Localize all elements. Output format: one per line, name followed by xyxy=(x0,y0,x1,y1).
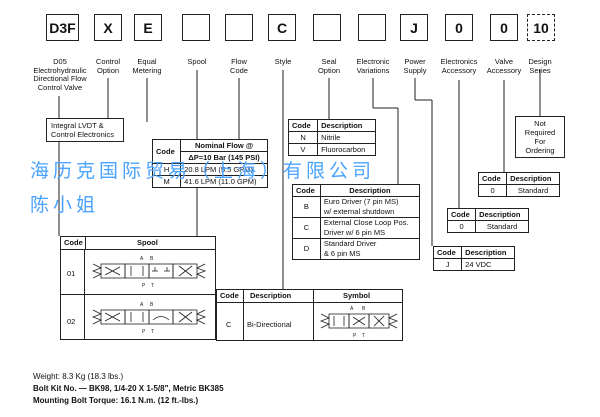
svg-text:A: A xyxy=(140,256,144,262)
code-box-1: D3F xyxy=(46,14,79,41)
style-code: C xyxy=(226,320,232,329)
code-box-6: C xyxy=(268,14,296,41)
svg-text:P: P xyxy=(142,283,146,289)
watermark-company: 海历克国际贸易（上海）有限公司 xyxy=(30,160,376,182)
spool-code-02: 02 xyxy=(67,317,76,326)
code-box-12: 10 xyxy=(527,14,555,41)
spool-code-01: 01 xyxy=(67,269,76,278)
code-box-9: J xyxy=(400,14,428,41)
mounting-torque-text: Mounting Bolt Torque: 16.1 N.m. (12 ft.-… xyxy=(33,396,199,405)
spool-table: Code Spool 01 02 A B P T A B xyxy=(60,236,216,340)
control-option-note: Integral LVDT &Control Electronics xyxy=(46,118,124,142)
code-box-4 xyxy=(182,14,210,41)
code-box-11: 0 xyxy=(490,14,518,41)
code-box-8 xyxy=(358,14,386,41)
watermark-contact: 陈小姐 xyxy=(30,194,100,216)
spool-02-symbol: A B P T xyxy=(91,302,207,335)
svg-text:T: T xyxy=(362,333,365,339)
style-table: Code Description Symbol C Bi-Directional… xyxy=(216,289,403,341)
svg-text:B: B xyxy=(150,256,154,262)
code-box-3: E xyxy=(134,14,162,41)
bolt-kit-text: Bolt Kit No. — BK98, 1/4-20 X 1-5/8", Me… xyxy=(33,384,224,393)
spool-table-header: Code Spool xyxy=(61,237,215,250)
svg-text:P: P xyxy=(353,333,357,339)
svg-text:B: B xyxy=(362,306,366,312)
code-box-5 xyxy=(225,14,253,41)
flow-code-table: Code Nominal Flow @ ΔP=10 Bar (145 PSI) … xyxy=(151,139,268,188)
svg-text:B: B xyxy=(150,302,154,308)
svg-text:P: P xyxy=(142,329,146,335)
heading-style: Style xyxy=(274,57,292,66)
svg-text:T: T xyxy=(151,283,154,289)
spool-01-symbol: A B P T xyxy=(91,256,207,289)
code-box-2: X xyxy=(94,14,122,41)
code-box-7 xyxy=(313,14,341,41)
code-box-10: 0 xyxy=(445,14,473,41)
heading-spool: Spool xyxy=(187,57,207,66)
style-description: Bi-Directional xyxy=(247,320,292,329)
svg-text:A: A xyxy=(140,302,144,308)
style-symbol: A B P T xyxy=(319,306,399,339)
svg-text:A: A xyxy=(350,306,354,312)
svg-text:T: T xyxy=(151,329,154,335)
weight-text: Weight: 8.3 Kg (18.3 lbs.) xyxy=(33,372,124,381)
